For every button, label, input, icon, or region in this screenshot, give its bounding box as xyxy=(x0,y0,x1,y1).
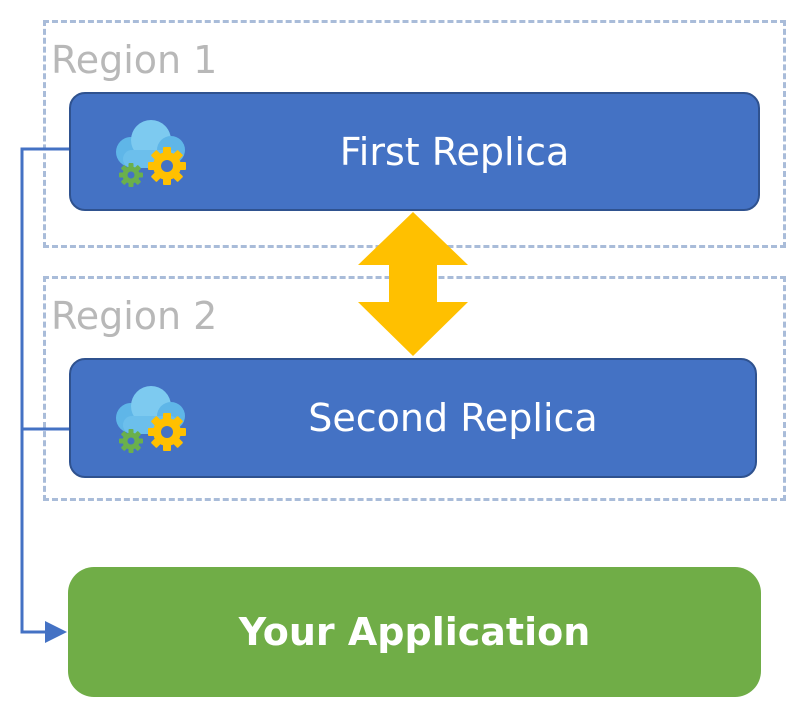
connector-arrowhead xyxy=(45,621,67,643)
second-replica-label: Second Replica xyxy=(308,396,598,440)
first-replica-box: First Replica xyxy=(69,92,760,211)
your-application-box: Your Application xyxy=(68,567,761,697)
first-replica-label: First Replica xyxy=(339,129,570,174)
region-1-label: Region 1 xyxy=(51,38,218,82)
second-replica-box: Second Replica xyxy=(69,358,757,478)
cloud-gear-icon xyxy=(116,120,186,187)
region-2-label: Region 2 xyxy=(51,294,218,338)
your-application-label: Your Application xyxy=(238,610,591,654)
cloud-gear-icon xyxy=(116,386,186,453)
